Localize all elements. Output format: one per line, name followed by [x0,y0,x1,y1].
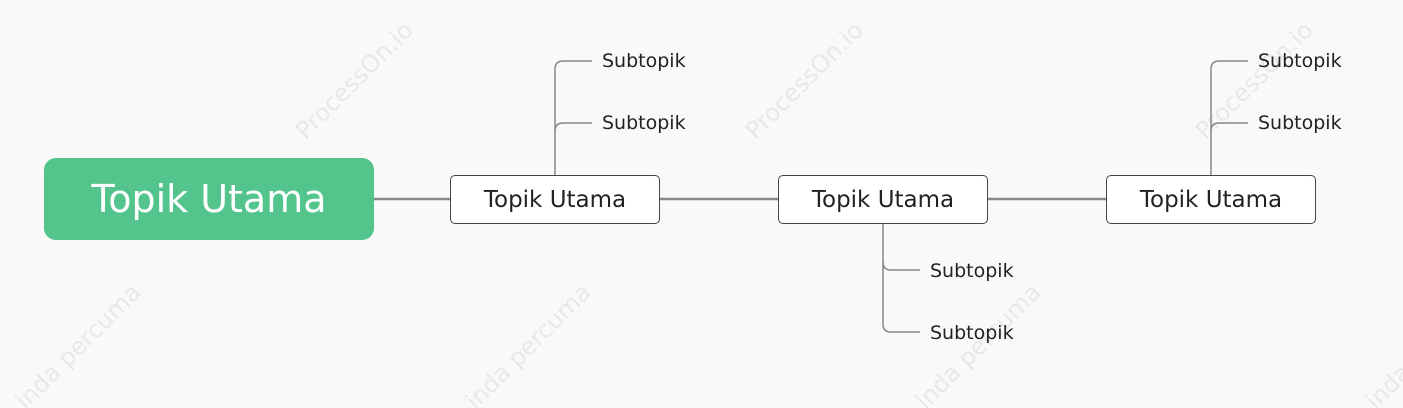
subtopic-connector [882,224,920,333]
subtopic-connector [1210,60,1248,175]
subtopic-node[interactable]: Subtopik [1258,112,1342,134]
topic-node-1[interactable]: Topik Utama [450,175,660,224]
subtopic-node[interactable]: Subtopik [602,112,686,134]
subtopic-node[interactable]: Subtopik [930,322,1014,344]
subtopic-node[interactable]: Subtopik [1258,50,1342,72]
subtopic-connector [882,261,920,271]
subtopic-connector [554,60,592,175]
topic-node-2[interactable]: Topik Utama [778,175,988,224]
subtopic-node[interactable]: Subtopik [930,260,1014,282]
topic-node-3[interactable]: Topik Utama [1106,175,1316,224]
root-topic[interactable]: Topik Utama [44,158,374,240]
subtopic-connector [1210,122,1248,132]
subtopic-connector [554,122,592,132]
subtopic-node[interactable]: Subtopik [602,50,686,72]
